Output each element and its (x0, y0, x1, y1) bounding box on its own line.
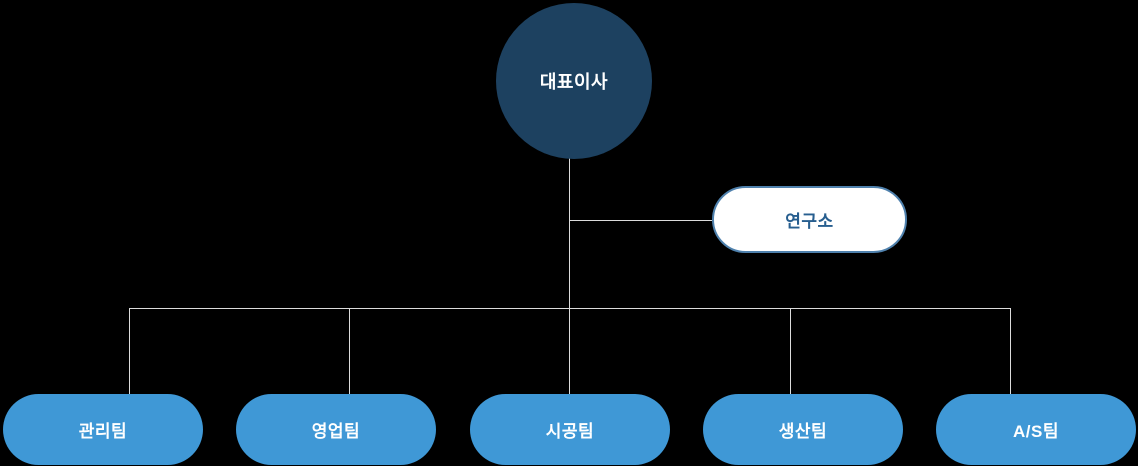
node-team-production-label: 생산팀 (778, 422, 828, 441)
connector-drop-team-1 (129, 308, 130, 395)
connector-distribution-bar (129, 308, 1011, 309)
node-team-construction: 시공팀 (470, 394, 670, 465)
node-team-management: 관리팀 (3, 394, 203, 465)
connector-drop-team-4 (790, 308, 791, 395)
node-team-production: 생산팀 (703, 394, 903, 465)
node-team-as: A/S팀 (936, 394, 1136, 465)
node-team-sales-label: 영업팀 (311, 422, 361, 441)
node-ceo-label: 대표이사 (539, 72, 609, 92)
connector-drop-team-2 (349, 308, 350, 395)
node-ceo: 대표이사 (496, 3, 652, 159)
connector-research-branch (570, 220, 712, 221)
connector-drop-team-5 (1010, 308, 1011, 395)
node-research-lab: 연구소 (712, 186, 907, 253)
node-research-lab-label: 연구소 (785, 212, 834, 231)
node-team-sales: 영업팀 (236, 394, 436, 465)
node-team-construction-label: 시공팀 (545, 422, 595, 441)
connector-root-vertical (569, 157, 570, 395)
node-team-as-label: A/S팀 (1013, 422, 1059, 441)
node-team-management-label: 관리팀 (78, 422, 128, 441)
